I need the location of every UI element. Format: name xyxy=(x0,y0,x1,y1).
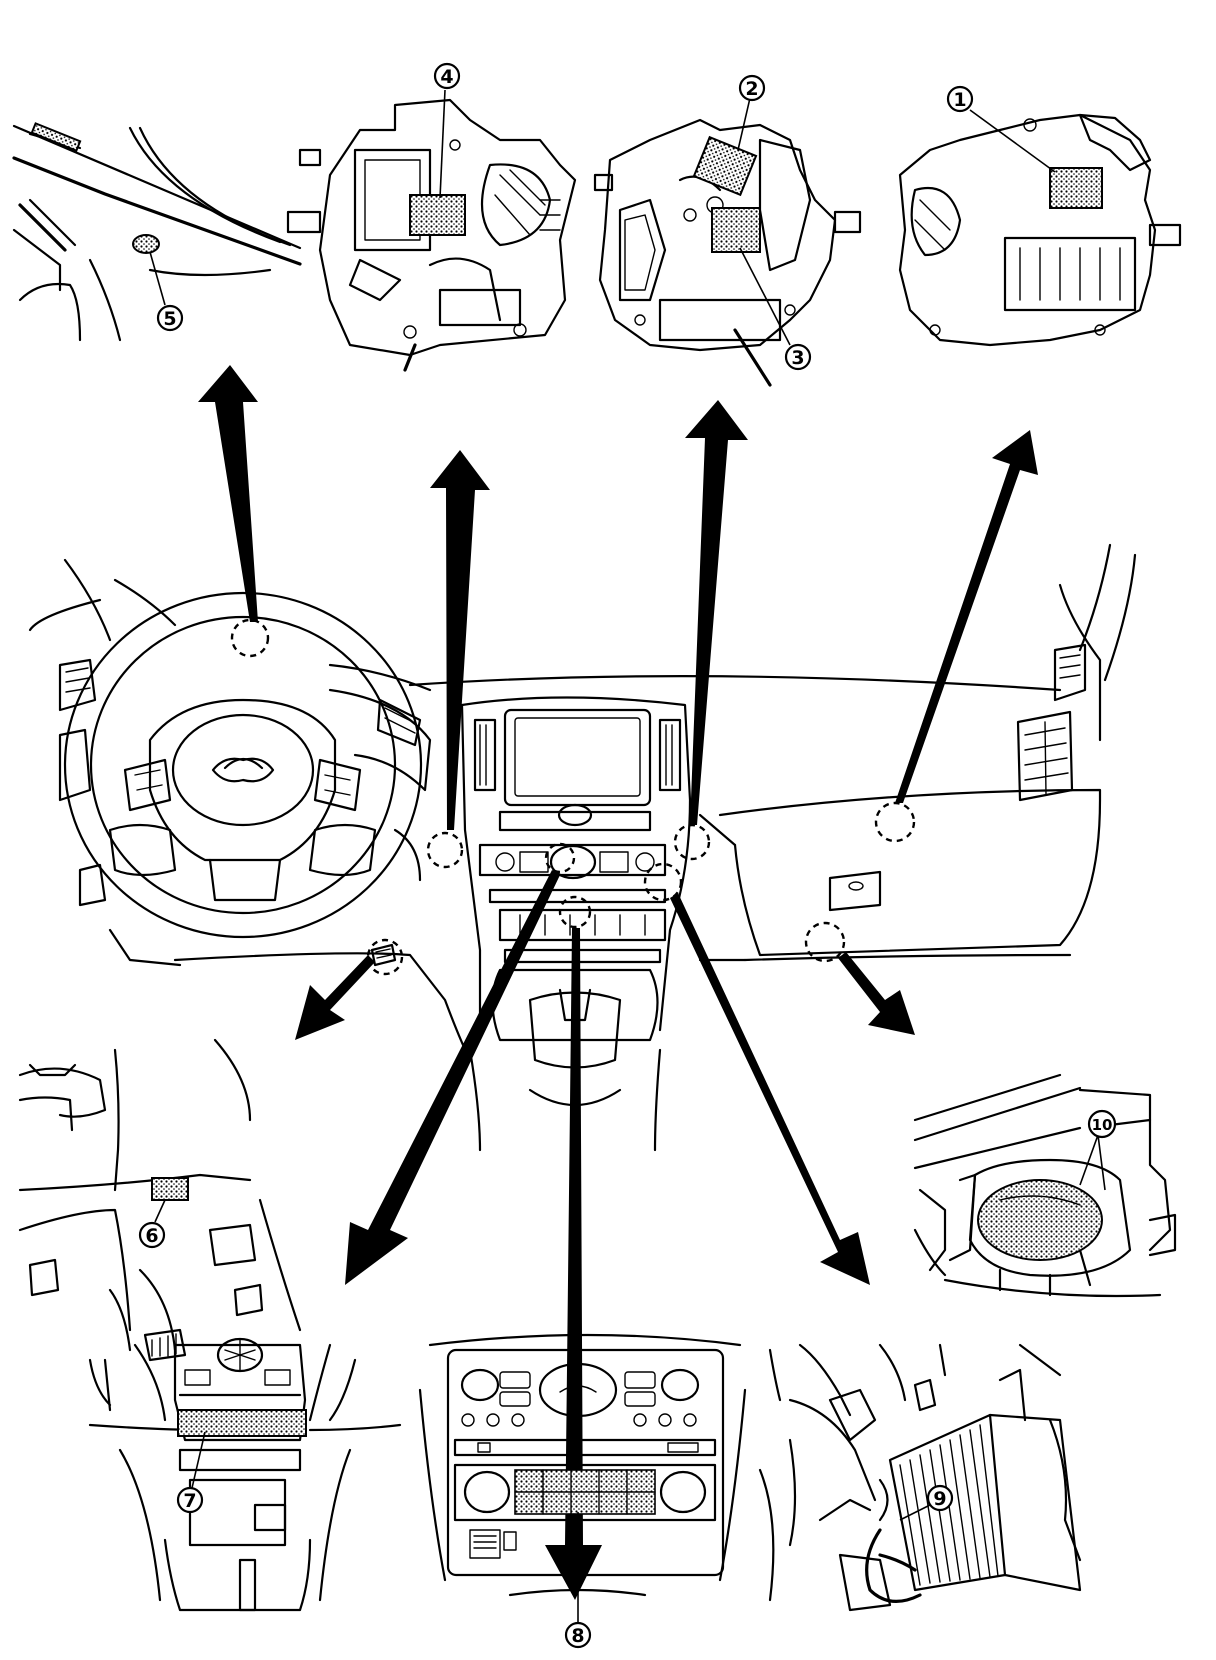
svg-text:3: 3 xyxy=(791,347,804,369)
callout-3: 3 xyxy=(784,343,812,371)
callout-7: 7 xyxy=(176,1486,204,1514)
panel-dashboard-overview xyxy=(28,543,1137,1152)
loc-circle-passenger-dash xyxy=(874,801,916,843)
panel-hvac-unit-left xyxy=(286,89,577,372)
svg-text:5: 5 xyxy=(163,308,176,330)
sunload-sensor xyxy=(132,234,160,254)
air-mix-door-motor xyxy=(409,194,466,236)
in-vehicle-sensor xyxy=(151,1177,189,1201)
navigation-display xyxy=(503,708,652,807)
panel-ac-control xyxy=(418,1333,747,1622)
arrow-to-control-panel xyxy=(545,928,602,1600)
intake-door-motor xyxy=(692,135,758,197)
panel-center-console xyxy=(88,1337,402,1612)
arrow-to-hvac-left xyxy=(430,450,490,830)
arrow-to-console-panel xyxy=(345,870,560,1285)
steering-wheel xyxy=(63,591,423,939)
callout-1: 1 xyxy=(946,85,974,113)
arrow-to-hvac-right xyxy=(895,430,1038,803)
panel-hvac-unit-right xyxy=(898,109,1182,347)
svg-text:1: 1 xyxy=(953,89,966,111)
ac-control-bezel xyxy=(446,1348,725,1577)
loc-circle-switch xyxy=(558,895,592,929)
callout-6: 6 xyxy=(138,1221,166,1249)
loc-circle-blower xyxy=(643,862,683,902)
ac-auto-amp-unit xyxy=(177,1409,307,1437)
svg-text:2: 2 xyxy=(745,78,758,100)
arrow-to-sunload-panel xyxy=(198,365,258,622)
panel-blower-evaporator xyxy=(758,1343,1082,1612)
loc-circle-footwell xyxy=(366,938,404,976)
loc-circle-center-right xyxy=(673,823,711,861)
callout-badges: 1 2 3 4 5 6 7 8 xyxy=(138,62,1117,1649)
loc-circle-glovebox xyxy=(804,921,846,963)
arrow-to-hvac-center xyxy=(685,400,748,825)
loc-circle-control xyxy=(544,842,576,874)
panel-footwell xyxy=(18,1038,302,1362)
panel-hvac-unit-center xyxy=(593,97,862,387)
svg-text:8: 8 xyxy=(571,1625,584,1647)
svg-text:6: 6 xyxy=(145,1225,158,1247)
callout-4: 4 xyxy=(433,62,461,90)
panel-windshield-sensor xyxy=(12,122,302,342)
callout-10: 10 xyxy=(1087,1109,1117,1139)
defroster-grille xyxy=(30,122,82,152)
air-mix-door-motor-passenger xyxy=(1049,167,1103,209)
callout-5: 5 xyxy=(156,304,184,332)
panel-glovebox-opening xyxy=(913,1073,1177,1298)
clock xyxy=(538,1362,618,1418)
blower-motor xyxy=(977,1179,1103,1261)
loc-circle-sunload xyxy=(230,618,270,658)
callout-9: 9 xyxy=(926,1484,954,1512)
mode-door-motor xyxy=(711,207,761,253)
svg-text:7: 7 xyxy=(183,1490,196,1512)
arrow-to-blower-panel xyxy=(670,893,870,1285)
svg-text:9: 9 xyxy=(933,1488,946,1510)
svg-text:4: 4 xyxy=(440,66,453,88)
arrow-to-glovebox-panel xyxy=(838,952,915,1035)
arrow-to-footwell-panel xyxy=(295,955,375,1040)
svg-text:10: 10 xyxy=(1092,1116,1113,1134)
loc-circle-left xyxy=(426,831,464,869)
pointer-arrows xyxy=(198,365,1038,1600)
callout-2: 2 xyxy=(738,74,766,102)
callout-8: 8 xyxy=(564,1621,592,1649)
